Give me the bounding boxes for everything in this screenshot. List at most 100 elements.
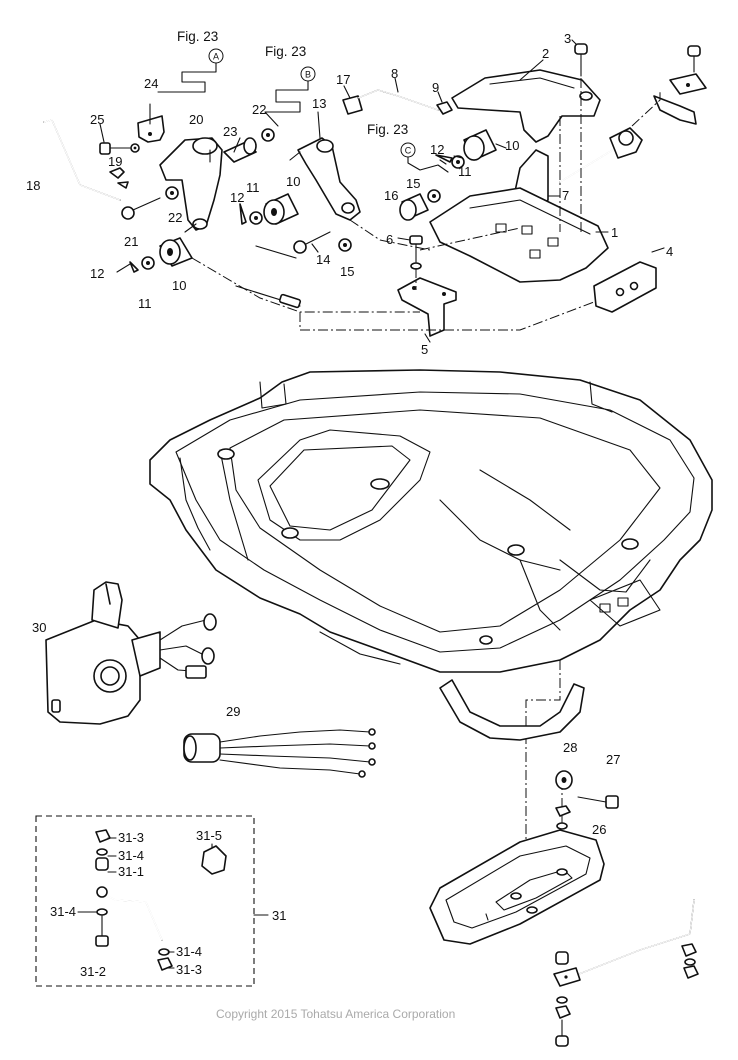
callout-31-3-a: 31-3 [118, 830, 144, 845]
part-23-sleeve [223, 137, 257, 163]
callout-10-a: 10 [286, 174, 300, 189]
part-12-pin-b [435, 154, 453, 163]
control-cable [235, 245, 302, 309]
callout-13: 13 [312, 96, 326, 111]
part-13-lever [289, 137, 361, 221]
callout-31-4-b: 31-4 [50, 904, 76, 919]
callout-31-1: 31-1 [118, 864, 144, 879]
part-4-pad [593, 261, 657, 313]
part-11-washer-c [141, 256, 155, 270]
callout-14: 14 [316, 252, 330, 267]
part-14-bolt [293, 231, 331, 254]
callout-5: 5 [421, 342, 428, 357]
callout-31: 31 [272, 908, 286, 923]
part-6-screw [409, 235, 423, 270]
callout-16: 16 [384, 188, 398, 203]
fig-ref-c: Fig. 23 C [367, 122, 449, 173]
callout-31-5: 31-5 [196, 828, 222, 843]
callout-6: 6 [386, 232, 393, 247]
callout-27: 27 [606, 752, 620, 767]
small-nut-stack-a [555, 805, 571, 830]
svg-text:C: C [405, 146, 412, 156]
part-30-remote-control [45, 581, 217, 725]
callout-24: 24 [144, 76, 158, 91]
part-11-washer-a [249, 211, 263, 225]
callout-29: 29 [226, 704, 240, 719]
callout-9: 9 [432, 80, 439, 95]
part-29-wire-harness [183, 728, 376, 778]
callout-22-a: 22 [168, 210, 182, 225]
callout-20: 20 [189, 112, 203, 127]
assembly-leader-lines [191, 78, 661, 890]
callout-1: 1 [611, 225, 618, 240]
callout-4: 4 [666, 244, 673, 259]
lower-bolt-stack [555, 951, 571, 1047]
part-8-rod [357, 89, 439, 111]
part-27-bolt [577, 795, 619, 809]
svg-text:Fig. 23: Fig. 23 [177, 29, 218, 44]
small-bolt-upper-right [687, 45, 701, 73]
part-19-clip [109, 167, 129, 189]
lower-right-link-rod [553, 899, 699, 987]
part-10-bushing-b [463, 129, 497, 161]
callout-leaders [99, 39, 665, 343]
part-22-washer-a [165, 186, 179, 200]
callout-12-c: 12 [90, 266, 104, 281]
copyright-text: Copyright 2015 Tohatsu America Corporati… [216, 1007, 455, 1021]
callout-12-a: 12 [230, 190, 244, 205]
fig-ref-a: Fig. 23 A [157, 29, 224, 93]
callout-10-c: 10 [172, 278, 186, 293]
callout-21: 21 [124, 234, 138, 249]
part-15-washer-b [427, 189, 441, 203]
callout-11-c: 11 [138, 296, 152, 311]
callout-17: 17 [336, 72, 350, 87]
part-10-bushing-a [263, 193, 299, 225]
small-plate-upper-right [669, 73, 707, 95]
callout-31-4-a: 31-4 [118, 848, 144, 863]
callout-31-4-c: 31-4 [176, 944, 202, 959]
curved-strap [439, 679, 585, 741]
svg-text:Fig. 23: Fig. 23 [367, 122, 408, 137]
callout-23: 23 [223, 124, 237, 139]
fig-ref-b: Fig. 23 B [264, 44, 316, 127]
svg-text:Fig. 23: Fig. 23 [265, 44, 306, 59]
callout-28: 28 [563, 740, 577, 755]
part-24-bracket [137, 115, 165, 143]
part-31-link [95, 829, 227, 971]
callout-15-a: 15 [340, 264, 354, 279]
svg-text:A: A [213, 52, 219, 62]
part-18-rod [43, 119, 121, 201]
part-10-bushing-c [159, 237, 193, 267]
part-22-washer-b [261, 128, 275, 142]
callout-12-b: 12 [430, 142, 444, 157]
callout-15-b: 15 [406, 176, 420, 191]
callout-7: 7 [562, 188, 569, 203]
part-17-clip [342, 95, 363, 115]
part-12-pin-a [239, 203, 247, 225]
part-26-tray [429, 829, 605, 945]
part-1-bracket [429, 187, 609, 283]
callout-26: 26 [592, 822, 606, 837]
part-12-pin-c [129, 261, 139, 273]
part-28-washer [555, 770, 573, 790]
small-clip-upper-right [653, 95, 697, 125]
callout-25: 25 [90, 112, 104, 127]
part-11-washer-b [451, 155, 465, 169]
callout-11-b: 11 [458, 164, 472, 179]
part-15-washer-a [338, 238, 352, 252]
callout-2: 2 [542, 46, 549, 61]
callout-labels: 1 2 3 4 5 6 7 8 9 10 10 10 11 11 11 12 1… [26, 31, 673, 979]
callout-30: 30 [32, 620, 46, 635]
part-21-bolt [121, 197, 161, 220]
part-20-lever [159, 137, 223, 233]
svg-text:B: B [305, 70, 311, 80]
callout-18: 18 [26, 178, 40, 193]
callout-3: 3 [564, 31, 571, 46]
part-16-bushing [399, 193, 429, 221]
callout-22-b: 22 [252, 102, 266, 117]
part-3-screw [574, 43, 588, 77]
callout-31-2: 31-2 [80, 964, 106, 979]
callout-11-a: 11 [246, 180, 260, 195]
part-25-bolt [99, 142, 140, 155]
